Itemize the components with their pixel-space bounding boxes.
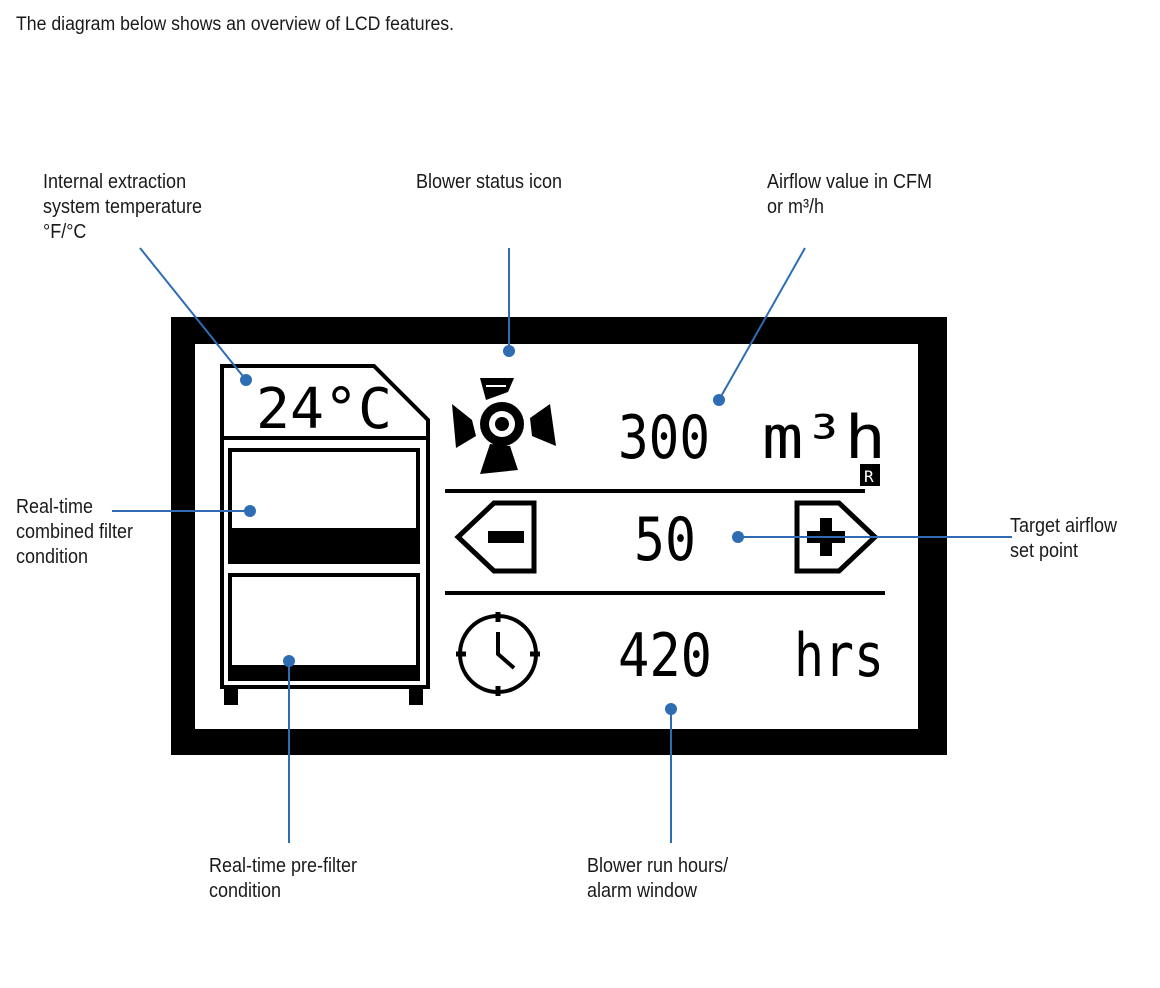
blower-fan-icon xyxy=(452,378,556,474)
callout-temperature-line: Internal extraction xyxy=(43,171,187,193)
callout-blower-status: Blower status icon xyxy=(416,170,562,195)
callout-combined-filter-line: Real-time xyxy=(16,496,94,518)
callout-prefilter-line: condition xyxy=(209,880,282,902)
intro-text: The diagram below shows an overview of L… xyxy=(16,14,455,35)
callout-temperature: Internal extraction system temperature °… xyxy=(43,170,202,245)
callout-combined-filter: Real-time combined filter condition xyxy=(16,495,133,570)
unit-mark-box xyxy=(860,464,880,486)
callout-combined-filter-line: combined filter xyxy=(16,521,134,543)
clock-icon xyxy=(456,612,540,696)
setpoint-value: 50 xyxy=(634,505,696,575)
combined-filter-gauge xyxy=(228,448,420,564)
divider-top xyxy=(445,489,865,493)
callout-prefilter-line: Real-time pre-filter xyxy=(209,855,358,877)
callout-target-airflow-line: Target airflow xyxy=(1010,515,1118,537)
callout-run-hours-line: alarm window xyxy=(587,880,698,902)
callout-target-airflow-line: set point xyxy=(1010,540,1079,562)
callout-run-hours: Blower run hours/ alarm window xyxy=(587,854,728,904)
temperature-readout: 24°C xyxy=(256,377,392,442)
leader-airflow xyxy=(718,247,806,401)
callout-combined-filter-line: condition xyxy=(16,546,89,568)
prefilter-gauge xyxy=(228,573,420,681)
combined-filter-fill xyxy=(232,528,416,560)
prefilter-fill xyxy=(232,665,416,677)
airflow-unit-mark: R xyxy=(864,467,874,486)
callout-airflow-line: Airflow value in CFM xyxy=(767,171,933,193)
callout-airflow-line: or m³/h xyxy=(767,196,825,218)
callout-temperature-line: system temperature xyxy=(43,196,203,218)
decrease-arrow-icon xyxy=(454,500,537,574)
airflow-value: 300 xyxy=(618,403,710,473)
airflow-unit: m³h xyxy=(762,403,886,473)
callout-run-hours-line: Blower run hours/ xyxy=(587,855,729,877)
housing-foot-right xyxy=(409,687,423,705)
housing-foot-left xyxy=(224,687,238,705)
callout-target-airflow: Target airflow set point xyxy=(1010,514,1117,564)
callout-blower-status-line: Blower status icon xyxy=(416,171,563,193)
callout-temperature-line: °F/°C xyxy=(43,221,87,243)
run-hours-unit: hrs xyxy=(794,621,884,691)
run-hours-value: 420 xyxy=(618,621,712,691)
callout-airflow: Airflow value in CFM or m³/h xyxy=(767,170,932,220)
leader-lines xyxy=(112,247,1012,843)
callout-prefilter: Real-time pre-filter condition xyxy=(209,854,357,904)
divider-bottom xyxy=(445,591,885,595)
filter-housing xyxy=(220,364,430,689)
leader-temperature xyxy=(139,247,247,381)
